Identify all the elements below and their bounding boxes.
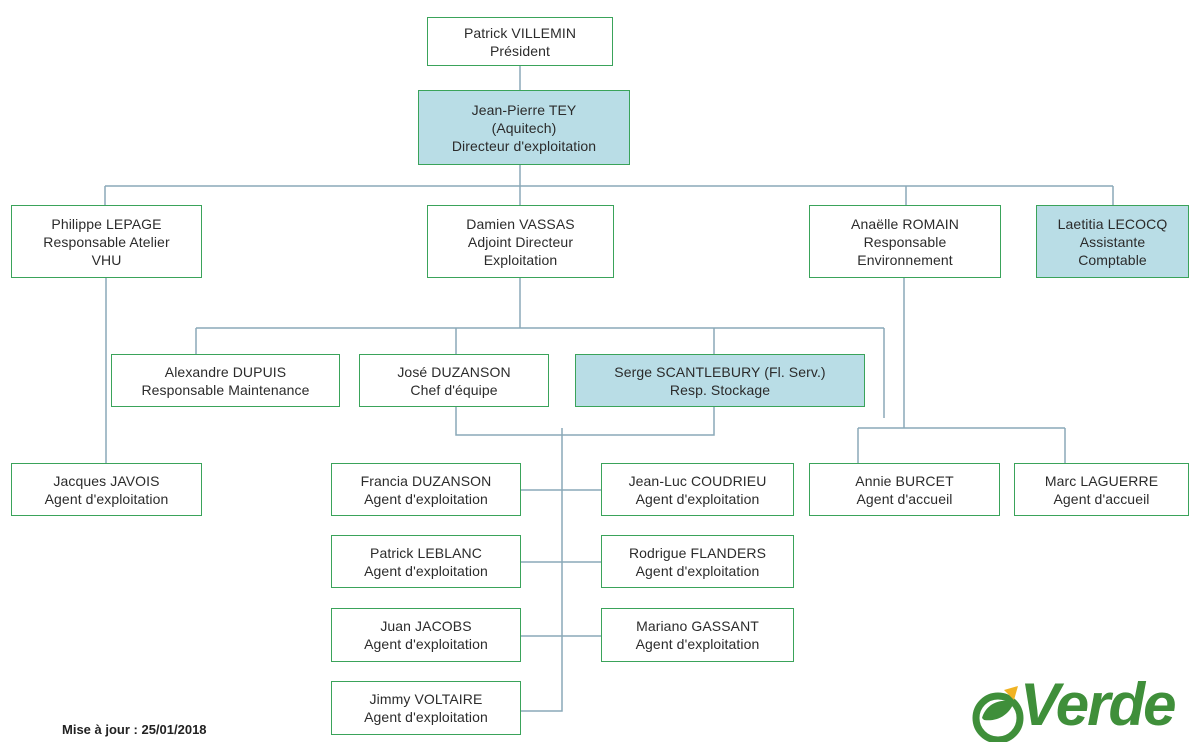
- romain-role2: Environnement: [857, 251, 953, 268]
- leblanc-role: Agent d'exploitation: [364, 562, 488, 579]
- scantlebury-name: Serge SCANTLEBURY (Fl. Serv.): [614, 363, 826, 380]
- fduzanson-name: Francia DUZANSON: [360, 472, 492, 489]
- jacobs-name: Juan JACOBS: [380, 618, 472, 634]
- lepage-name: Philippe LEPAGE: [51, 215, 162, 232]
- romain-role1: Responsable: [863, 233, 947, 250]
- lecocq-role2: Comptable: [1078, 251, 1147, 268]
- lecocq-role1: Assistante: [1079, 233, 1146, 250]
- coudrieu-role: Agent d'exploitation: [635, 490, 760, 507]
- vassas-role2: Exploitation: [483, 251, 558, 268]
- jduzanson-name: José DUZANSON: [397, 363, 511, 380]
- box-voltaire: Jimmy VOLTAIRE Agent d'exploitation: [331, 681, 521, 735]
- box-leblanc: Patrick LEBLANC Agent d'exploitation: [331, 535, 521, 588]
- romain-name: Anaëlle ROMAIN: [851, 215, 959, 232]
- director-role: Directeur d'exploitation: [451, 137, 597, 154]
- gassant-role: Agent d'exploitation: [635, 636, 760, 652]
- flanders-role: Agent d'exploitation: [635, 562, 760, 579]
- verde-logo: Verde: [968, 671, 1178, 742]
- voltaire-role: Agent d'exploitation: [364, 709, 488, 725]
- box-vassas: Damien VASSAS Adjoint Directeur Exploita…: [427, 205, 614, 278]
- update-date: Mise à jour : 25/01/2018: [62, 722, 207, 737]
- lepage-role1: Responsable Atelier: [43, 233, 170, 250]
- dupuis-role: Responsable Maintenance: [141, 381, 310, 398]
- box-lepage: Philippe LEPAGE Responsable Atelier VHU: [11, 205, 202, 278]
- box-lecocq: Laetitia LECOCQ Assistante Comptable: [1036, 205, 1189, 278]
- jduzanson-role: Chef d'équipe: [410, 381, 498, 398]
- box-gassant: Mariano GASSANT Agent d'exploitation: [601, 608, 794, 662]
- leblanc-name: Patrick LEBLANC: [370, 544, 482, 561]
- vassas-name: Damien VASSAS: [466, 215, 575, 232]
- laguerre-name: Marc LAGUERRE: [1044, 472, 1159, 489]
- vassas-role1: Adjoint Directeur: [467, 233, 574, 250]
- javois-role: Agent d'exploitation: [44, 490, 169, 507]
- dupuis-name: Alexandre DUPUIS: [164, 363, 287, 380]
- flanders-name: Rodrigue FLANDERS: [628, 544, 767, 561]
- voltaire-name: Jimmy VOLTAIRE: [369, 691, 483, 707]
- leaf-icon: [972, 686, 1024, 742]
- box-jacobs: Juan JACOBS Agent d'exploitation: [331, 608, 521, 662]
- box-francia-duzanson: Francia DUZANSON Agent d'exploitation: [331, 463, 521, 516]
- box-director: Jean-Pierre TEY (Aquitech) Directeur d'e…: [418, 90, 630, 165]
- coudrieu-name: Jean-Luc COUDRIEU: [628, 472, 767, 489]
- jacobs-role: Agent d'exploitation: [364, 636, 488, 652]
- lepage-role2: VHU: [91, 251, 122, 268]
- lecocq-name: Laetitia LECOCQ: [1057, 215, 1168, 232]
- gassant-name: Mariano GASSANT: [636, 618, 759, 634]
- burcet-role: Agent d'accueil: [856, 490, 953, 507]
- director-company: (Aquitech): [491, 119, 557, 136]
- scantlebury-role: Resp. Stockage: [669, 381, 771, 398]
- fduzanson-role: Agent d'exploitation: [364, 490, 488, 507]
- box-scantlebury: Serge SCANTLEBURY (Fl. Serv.) Resp. Stoc…: [575, 354, 865, 407]
- box-burcet: Annie BURCET Agent d'accueil: [809, 463, 1000, 516]
- box-coudrieu: Jean-Luc COUDRIEU Agent d'exploitation: [601, 463, 794, 516]
- laguerre-role: Agent d'accueil: [1053, 490, 1150, 507]
- box-jose-duzanson: José DUZANSON Chef d'équipe: [359, 354, 549, 407]
- box-flanders: Rodrigue FLANDERS Agent d'exploitation: [601, 535, 794, 588]
- box-president: Patrick VILLEMIN Président: [427, 17, 613, 66]
- javois-name: Jacques JAVOIS: [53, 472, 160, 489]
- director-name: Jean-Pierre TEY: [471, 101, 577, 118]
- president-role: Président: [489, 42, 551, 59]
- burcet-name: Annie BURCET: [855, 472, 954, 489]
- president-name: Patrick VILLEMIN: [463, 24, 577, 41]
- box-javois: Jacques JAVOIS Agent d'exploitation: [11, 463, 202, 516]
- logo-wordmark: Verde: [1020, 671, 1177, 738]
- box-romain: Anaëlle ROMAIN Responsable Environnement: [809, 205, 1001, 278]
- box-laguerre: Marc LAGUERRE Agent d'accueil: [1014, 463, 1189, 516]
- box-dupuis: Alexandre DUPUIS Responsable Maintenance: [111, 354, 340, 407]
